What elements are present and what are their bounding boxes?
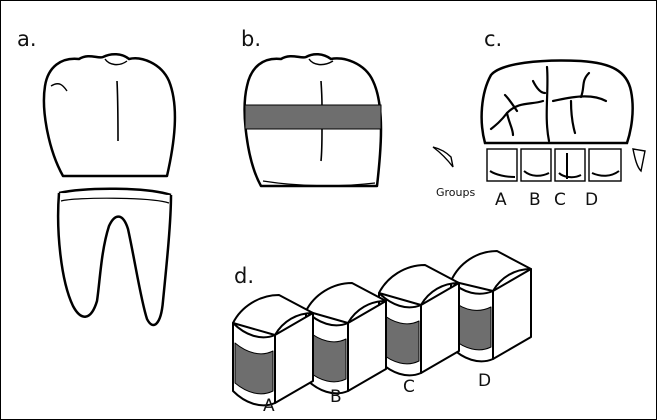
group-label-c-a: A	[495, 192, 507, 209]
panel-label-d: d.	[234, 266, 254, 287]
panel-c-occlusal-surface	[482, 61, 633, 143]
block-a	[233, 295, 313, 405]
group-label-c-d: D	[585, 192, 598, 209]
panel-c-section-slices	[433, 147, 645, 181]
panel-label-b: b.	[241, 29, 261, 50]
group-label-d-c: C	[403, 379, 415, 396]
panel-label-c: c.	[484, 29, 502, 50]
group-label-c-c: C	[554, 192, 566, 209]
group-label-d-b: B	[330, 389, 342, 406]
group-label-d-d: D	[478, 373, 491, 390]
panel-a-root	[58, 189, 171, 325]
groups-caption: Groups	[436, 187, 475, 198]
panel-a-crown	[44, 54, 175, 176]
panel-b-section-band	[245, 105, 381, 129]
group-label-d-a: A	[263, 398, 275, 415]
group-label-c-b: B	[529, 192, 541, 209]
block-c	[379, 265, 459, 375]
block-d	[451, 251, 531, 361]
block-b	[306, 283, 386, 393]
panel-label-a: a.	[17, 29, 37, 50]
